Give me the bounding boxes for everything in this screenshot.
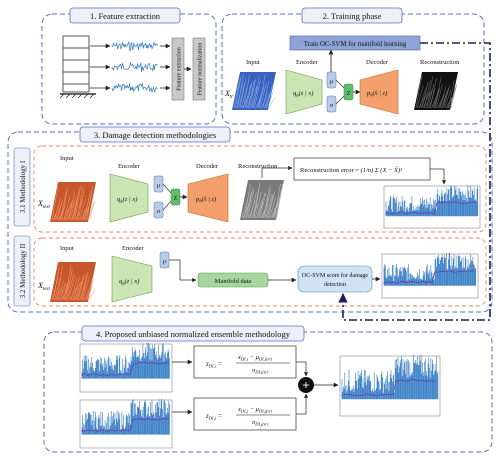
feature-normalization-box xyxy=(192,37,206,101)
m2-encoder-fn: qϕ(z | x) xyxy=(119,278,139,286)
training-encoder-block xyxy=(285,69,323,115)
formula-2-denominator: σDI,j(tr) xyxy=(252,419,269,428)
methodology-2-panel xyxy=(33,237,487,307)
methodology-1-side-label: 3.1 Methodology I xyxy=(19,160,27,213)
m2-encoder-block xyxy=(111,255,153,303)
feature-normalization-label: Feature normalization xyxy=(198,43,204,96)
training-sigma: σ xyxy=(330,103,334,109)
vibration-signals xyxy=(111,40,158,94)
ocsvm-flow-line xyxy=(338,42,491,321)
detection-panel xyxy=(7,131,493,313)
ocsvm-score-box xyxy=(297,265,373,293)
training-encoder-fn: qϕ(z | x) xyxy=(293,90,313,98)
m1-encoder-block xyxy=(109,173,149,223)
m1-decoder-label: Decoder xyxy=(196,163,219,170)
m1-decoder-block xyxy=(187,173,229,223)
methodology-2-side-label: 3.2 Methodology II xyxy=(19,243,27,298)
m2-input-label: Input xyxy=(60,245,74,252)
training-decoder-fn: pθ(x̂ | z) xyxy=(366,90,387,98)
feature-extraction-title-box xyxy=(69,7,181,24)
training-x-label: Xtr xyxy=(224,89,233,100)
plus-symbol: + xyxy=(302,378,309,393)
formula-box-2 xyxy=(193,397,297,431)
m1-decoder-fn: pθ(x̂ | z) xyxy=(195,196,216,204)
ensemble-result-plot xyxy=(339,354,441,417)
ensemble-panel xyxy=(43,331,493,453)
m1-damage-index-plot xyxy=(383,185,481,229)
m1-encoder-fn: qϕ(z | x) xyxy=(117,196,137,204)
training-z: Z xyxy=(347,91,351,97)
formula-1-lhs: zDI,i = xyxy=(205,360,223,370)
training-phase-title: 2. Training phase xyxy=(323,11,382,21)
formula-1-denominator: σDI,i(tr) xyxy=(252,367,269,376)
plus-operator xyxy=(298,377,314,393)
feature-extraction-title: 1. Feature extraction xyxy=(90,11,161,21)
m1-sigma: σ xyxy=(157,209,161,215)
formula-2-numerator: xDI,j − μDI,j(tr) xyxy=(237,406,273,415)
ensemble-plot-1 xyxy=(79,342,173,393)
m2-damage-index-plot xyxy=(381,253,479,299)
m2-mu: μ xyxy=(163,259,166,265)
reconstruction-error-formula: Reconstruction error = (1/n) Σ (X − X̂)² xyxy=(300,167,403,174)
m1-reconstruction-spectrum xyxy=(240,180,284,220)
training-decoder-label: Decoder xyxy=(366,59,389,66)
methodology-2-side-box xyxy=(13,235,31,307)
m1-reconstruction-label: Reconstruction xyxy=(238,163,278,170)
m2-input-spectrum xyxy=(50,262,96,302)
m1-mu: μ xyxy=(157,183,160,189)
m1-input-label: Input xyxy=(60,155,74,162)
ocsvm-score-label-2: detection xyxy=(324,282,346,288)
detection-title-box xyxy=(79,126,231,143)
manifold-data-label: Manifold data xyxy=(215,278,252,285)
ensemble-plot-2 xyxy=(79,398,173,449)
m1-encoder-label: Encoder xyxy=(118,163,140,170)
training-encoder-label: Encoder xyxy=(296,59,318,66)
training-mu: μ xyxy=(330,79,333,85)
training-input-spectrum xyxy=(232,72,276,110)
formula-2-lhs: zDI,j = xyxy=(205,412,223,422)
training-reconstruction-spectrum xyxy=(414,72,458,110)
m1-x-label: Xtest xyxy=(37,199,50,210)
feature-extraction-label: Feature extraction xyxy=(177,47,183,90)
m2-encoder-label: Encoder xyxy=(122,245,144,252)
ocsvm-score-label-1: OC-SVM score for damage xyxy=(302,272,368,279)
m2-x-label: Xtest xyxy=(37,281,50,292)
ensemble-title: 4. Proposed unbiased normalized ensemble… xyxy=(96,329,291,339)
training-decoder-block xyxy=(359,69,399,115)
m1-z: Z xyxy=(174,196,178,202)
training-input-label: Input xyxy=(246,59,260,66)
formula-1-numerator: xDI,i − μDI,i(tr) xyxy=(237,354,273,363)
training-reconstruction-label: Reconstruction xyxy=(420,59,460,66)
methodology-1-side-box xyxy=(13,147,31,227)
train-ocsvm-label: Train OC-SVM for manifold learning xyxy=(304,41,407,48)
training-phase-title-box xyxy=(301,7,403,24)
building-icon xyxy=(59,35,96,99)
ensemble-title-box xyxy=(81,325,305,342)
detection-title: 3. Damage detection methodologies xyxy=(94,130,216,140)
formula-box-1 xyxy=(193,345,297,379)
methodology-1-panel xyxy=(33,145,487,233)
m1-input-spectrum xyxy=(50,182,96,222)
